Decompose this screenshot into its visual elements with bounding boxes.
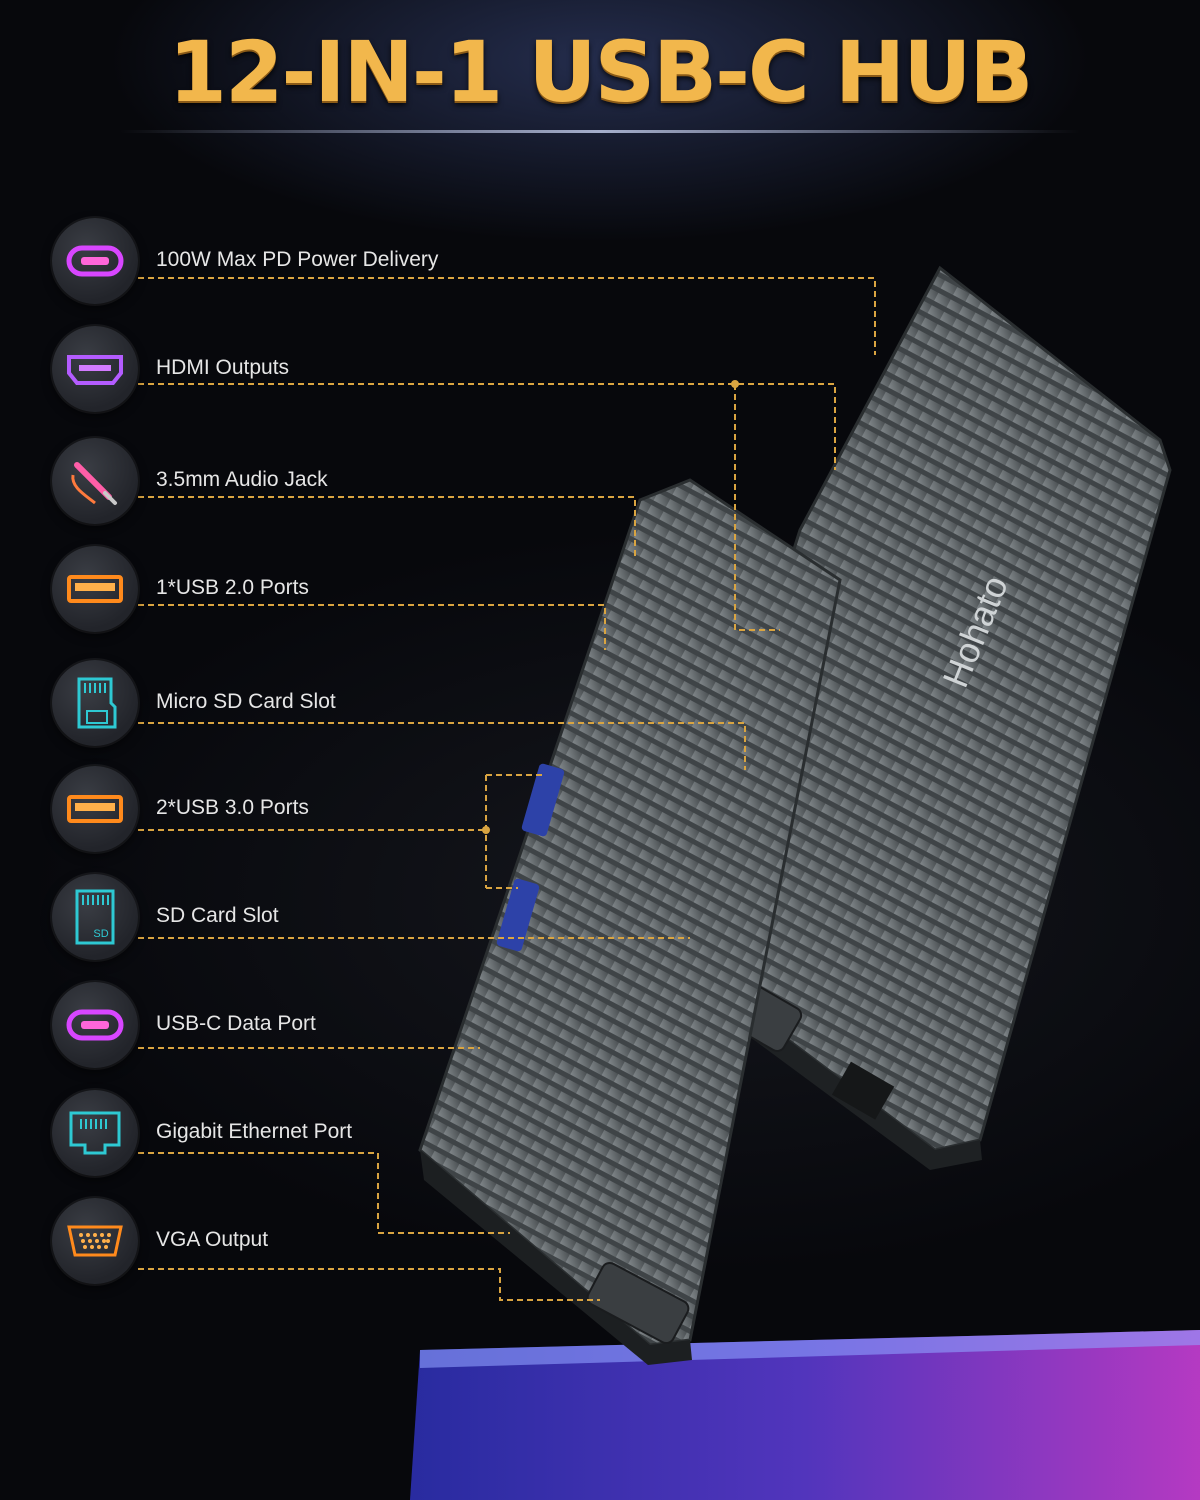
feature-icon-circle [52, 766, 138, 852]
feature-icon-circle [52, 218, 138, 304]
feature-icon-circle [52, 660, 138, 746]
title-divider [120, 130, 1080, 133]
feature-item-hdmi: HDMI Outputs [52, 326, 472, 416]
feature-item-power-delivery: 100W Max PD Power Delivery [52, 218, 472, 308]
feature-label: Gigabit Ethernet Port [156, 1120, 353, 1143]
feature-item-usb3: 2*USB 3.0 Ports [52, 766, 472, 856]
page-title: 12-IN-1 USB-C HUB [168, 23, 1034, 121]
feature-label: 100W Max PD Power Delivery [156, 248, 439, 271]
feature-icon-circle [52, 546, 138, 632]
feature-label: HDMI Outputs [156, 356, 290, 379]
feature-icon-circle: SD [52, 874, 138, 960]
hub-front-usb3-port-2 [496, 878, 540, 952]
feature-icon-circle [52, 1198, 138, 1284]
feature-icon-circle [52, 326, 138, 412]
usb-c-port-icon [66, 1009, 124, 1041]
sd-card-icon: SD [75, 889, 115, 945]
ethernet-port-icon [69, 1111, 121, 1155]
feature-item-sd: SD SD Card Slot [52, 874, 472, 964]
feature-label: VGA Output [156, 1228, 269, 1251]
feature-label: 3.5mm Audio Jack [156, 468, 328, 491]
svg-text:SD: SD [93, 928, 108, 940]
feature-icon-circle [52, 1090, 138, 1176]
feature-icon-circle [52, 438, 138, 524]
usb-c-port-icon [66, 245, 124, 277]
hub-back-lan-port [831, 1061, 895, 1120]
feature-item-micro-sd: Micro SD Card Slot [52, 660, 472, 750]
feature-item-vga: VGA Output [52, 1198, 472, 1288]
feature-icon-circle [52, 982, 138, 1068]
audio-jack-icon [71, 462, 117, 505]
feature-label: 1*USB 2.0 Ports [156, 576, 309, 599]
feature-label: SD Card Slot [156, 904, 279, 927]
usb-a-port-icon [67, 575, 123, 603]
usb-a-port-icon [67, 795, 123, 823]
feature-item-audio: 3.5mm Audio Jack [52, 438, 472, 528]
vga-port-icon [67, 1225, 123, 1257]
feature-label: Micro SD Card Slot [156, 690, 336, 713]
feature-item-usb2: 1*USB 2.0 Ports [52, 546, 472, 636]
feature-item-ethernet: Gigabit Ethernet Port [52, 1090, 472, 1180]
display-pad [410, 1330, 1200, 1500]
hdmi-port-icon [67, 355, 123, 385]
feature-label: 2*USB 3.0 Ports [156, 796, 309, 819]
feature-item-usb-c-data: USB-C Data Port [52, 982, 472, 1072]
micro-sd-card-icon [77, 677, 117, 729]
feature-label: USB-C Data Port [156, 1012, 316, 1035]
